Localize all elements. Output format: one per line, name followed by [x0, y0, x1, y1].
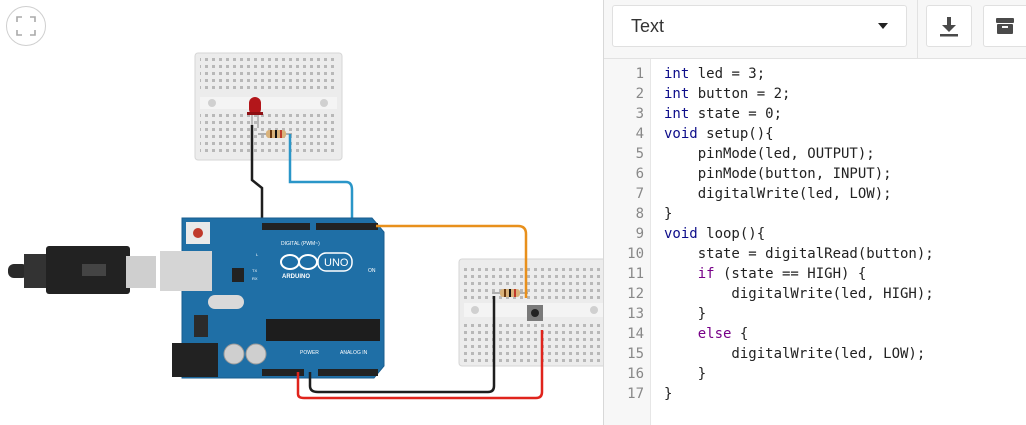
resistor-top[interactable]: [258, 130, 292, 138]
line-number: 1: [635, 66, 644, 82]
line-number: 15: [627, 346, 644, 362]
uno-logo-text: UNO: [324, 257, 349, 269]
code-line[interactable]: }: [664, 366, 707, 382]
led[interactable]: [247, 97, 263, 128]
line-number: 8: [635, 206, 644, 222]
line-number: 3: [635, 106, 644, 122]
circuit-drawing: DIGITAL (PWM~) POWER ANALOG IN ON L TX R…: [8, 52, 604, 400]
wire-blue[interactable]: [288, 134, 354, 226]
pushbutton[interactable]: [527, 305, 543, 321]
line-number: 7: [635, 186, 644, 202]
arduino-uno-board[interactable]: DIGITAL (PWM~) POWER ANALOG IN ON L TX R…: [160, 217, 385, 379]
panel-divider[interactable]: [603, 0, 604, 425]
code-line[interactable]: void setup(){: [664, 126, 774, 142]
arduino-logo-icon: [280, 254, 318, 270]
code-line[interactable]: void loop(){: [664, 226, 766, 242]
rx-label: RX: [252, 276, 258, 281]
line-number: 4: [635, 126, 644, 142]
digital-label: DIGITAL (PWM~): [281, 241, 320, 247]
line-number: 2: [635, 86, 644, 102]
code-line[interactable]: int led = 3;: [664, 66, 766, 82]
code-line[interactable]: pinMode(button, INPUT);: [664, 166, 892, 182]
code-line[interactable]: }: [664, 306, 707, 322]
circuit-canvas[interactable]: DIGITAL (PWM~) POWER ANALOG IN ON L TX R…: [0, 0, 604, 425]
code-line[interactable]: digitalWrite(led, LOW);: [664, 346, 926, 362]
line-number: 5: [635, 146, 644, 162]
code-line[interactable]: int button = 2;: [664, 86, 791, 102]
line-number: 10: [627, 246, 644, 262]
line-number: 11: [627, 266, 644, 282]
download-icon: [940, 17, 958, 37]
line-number: 16: [627, 366, 644, 382]
code-line[interactable]: else {: [697, 326, 749, 342]
line-number: 9: [635, 226, 644, 242]
fit-view-button[interactable]: [6, 6, 46, 46]
toolbar-separator: [917, 0, 918, 58]
on-label: ON: [368, 268, 376, 274]
wire-orange[interactable]: [376, 224, 528, 298]
l-label: L: [256, 252, 259, 257]
code-line[interactable]: digitalWrite(led, LOW);: [664, 186, 892, 202]
line-number: 12: [627, 286, 644, 302]
code-line[interactable]: state = digitalRead(button);: [664, 246, 934, 262]
code-mode-label: Text: [631, 15, 665, 36]
arduino-brand-text: ARDUINO: [282, 274, 310, 280]
line-number: 14: [627, 326, 644, 342]
code-toolbar: Text: [604, 0, 1026, 59]
breadboard-top[interactable]: [194, 52, 343, 161]
code-mode-select[interactable]: Text: [612, 5, 907, 47]
library-button[interactable]: [983, 5, 1026, 47]
tx-label: TX: [252, 268, 257, 273]
download-button[interactable]: [926, 5, 972, 47]
resistor-right[interactable]: [492, 289, 528, 297]
wire-red[interactable]: [296, 330, 544, 400]
code-line[interactable]: }: [664, 206, 673, 222]
power-label: POWER: [300, 350, 319, 356]
archive-icon: [996, 18, 1014, 34]
usb-cable: [8, 246, 156, 294]
line-number: 17: [627, 386, 644, 402]
wire-black-led[interactable]: [250, 125, 264, 226]
code-line[interactable]: }: [664, 386, 673, 402]
code-line[interactable]: if (state == HIGH) {: [697, 266, 867, 282]
wire-black-gnd[interactable]: [308, 296, 496, 394]
chevron-down-icon: [878, 23, 888, 29]
analog-label: ANALOG IN: [340, 350, 368, 356]
fit-view-icon: [16, 16, 36, 36]
code-line[interactable]: pinMode(led, OUTPUT);: [664, 146, 875, 162]
code-line[interactable]: int state = 0;: [664, 106, 783, 122]
line-number: 13: [627, 306, 644, 322]
line-number: 6: [635, 166, 644, 182]
code-line[interactable]: digitalWrite(led, HIGH);: [664, 286, 934, 302]
